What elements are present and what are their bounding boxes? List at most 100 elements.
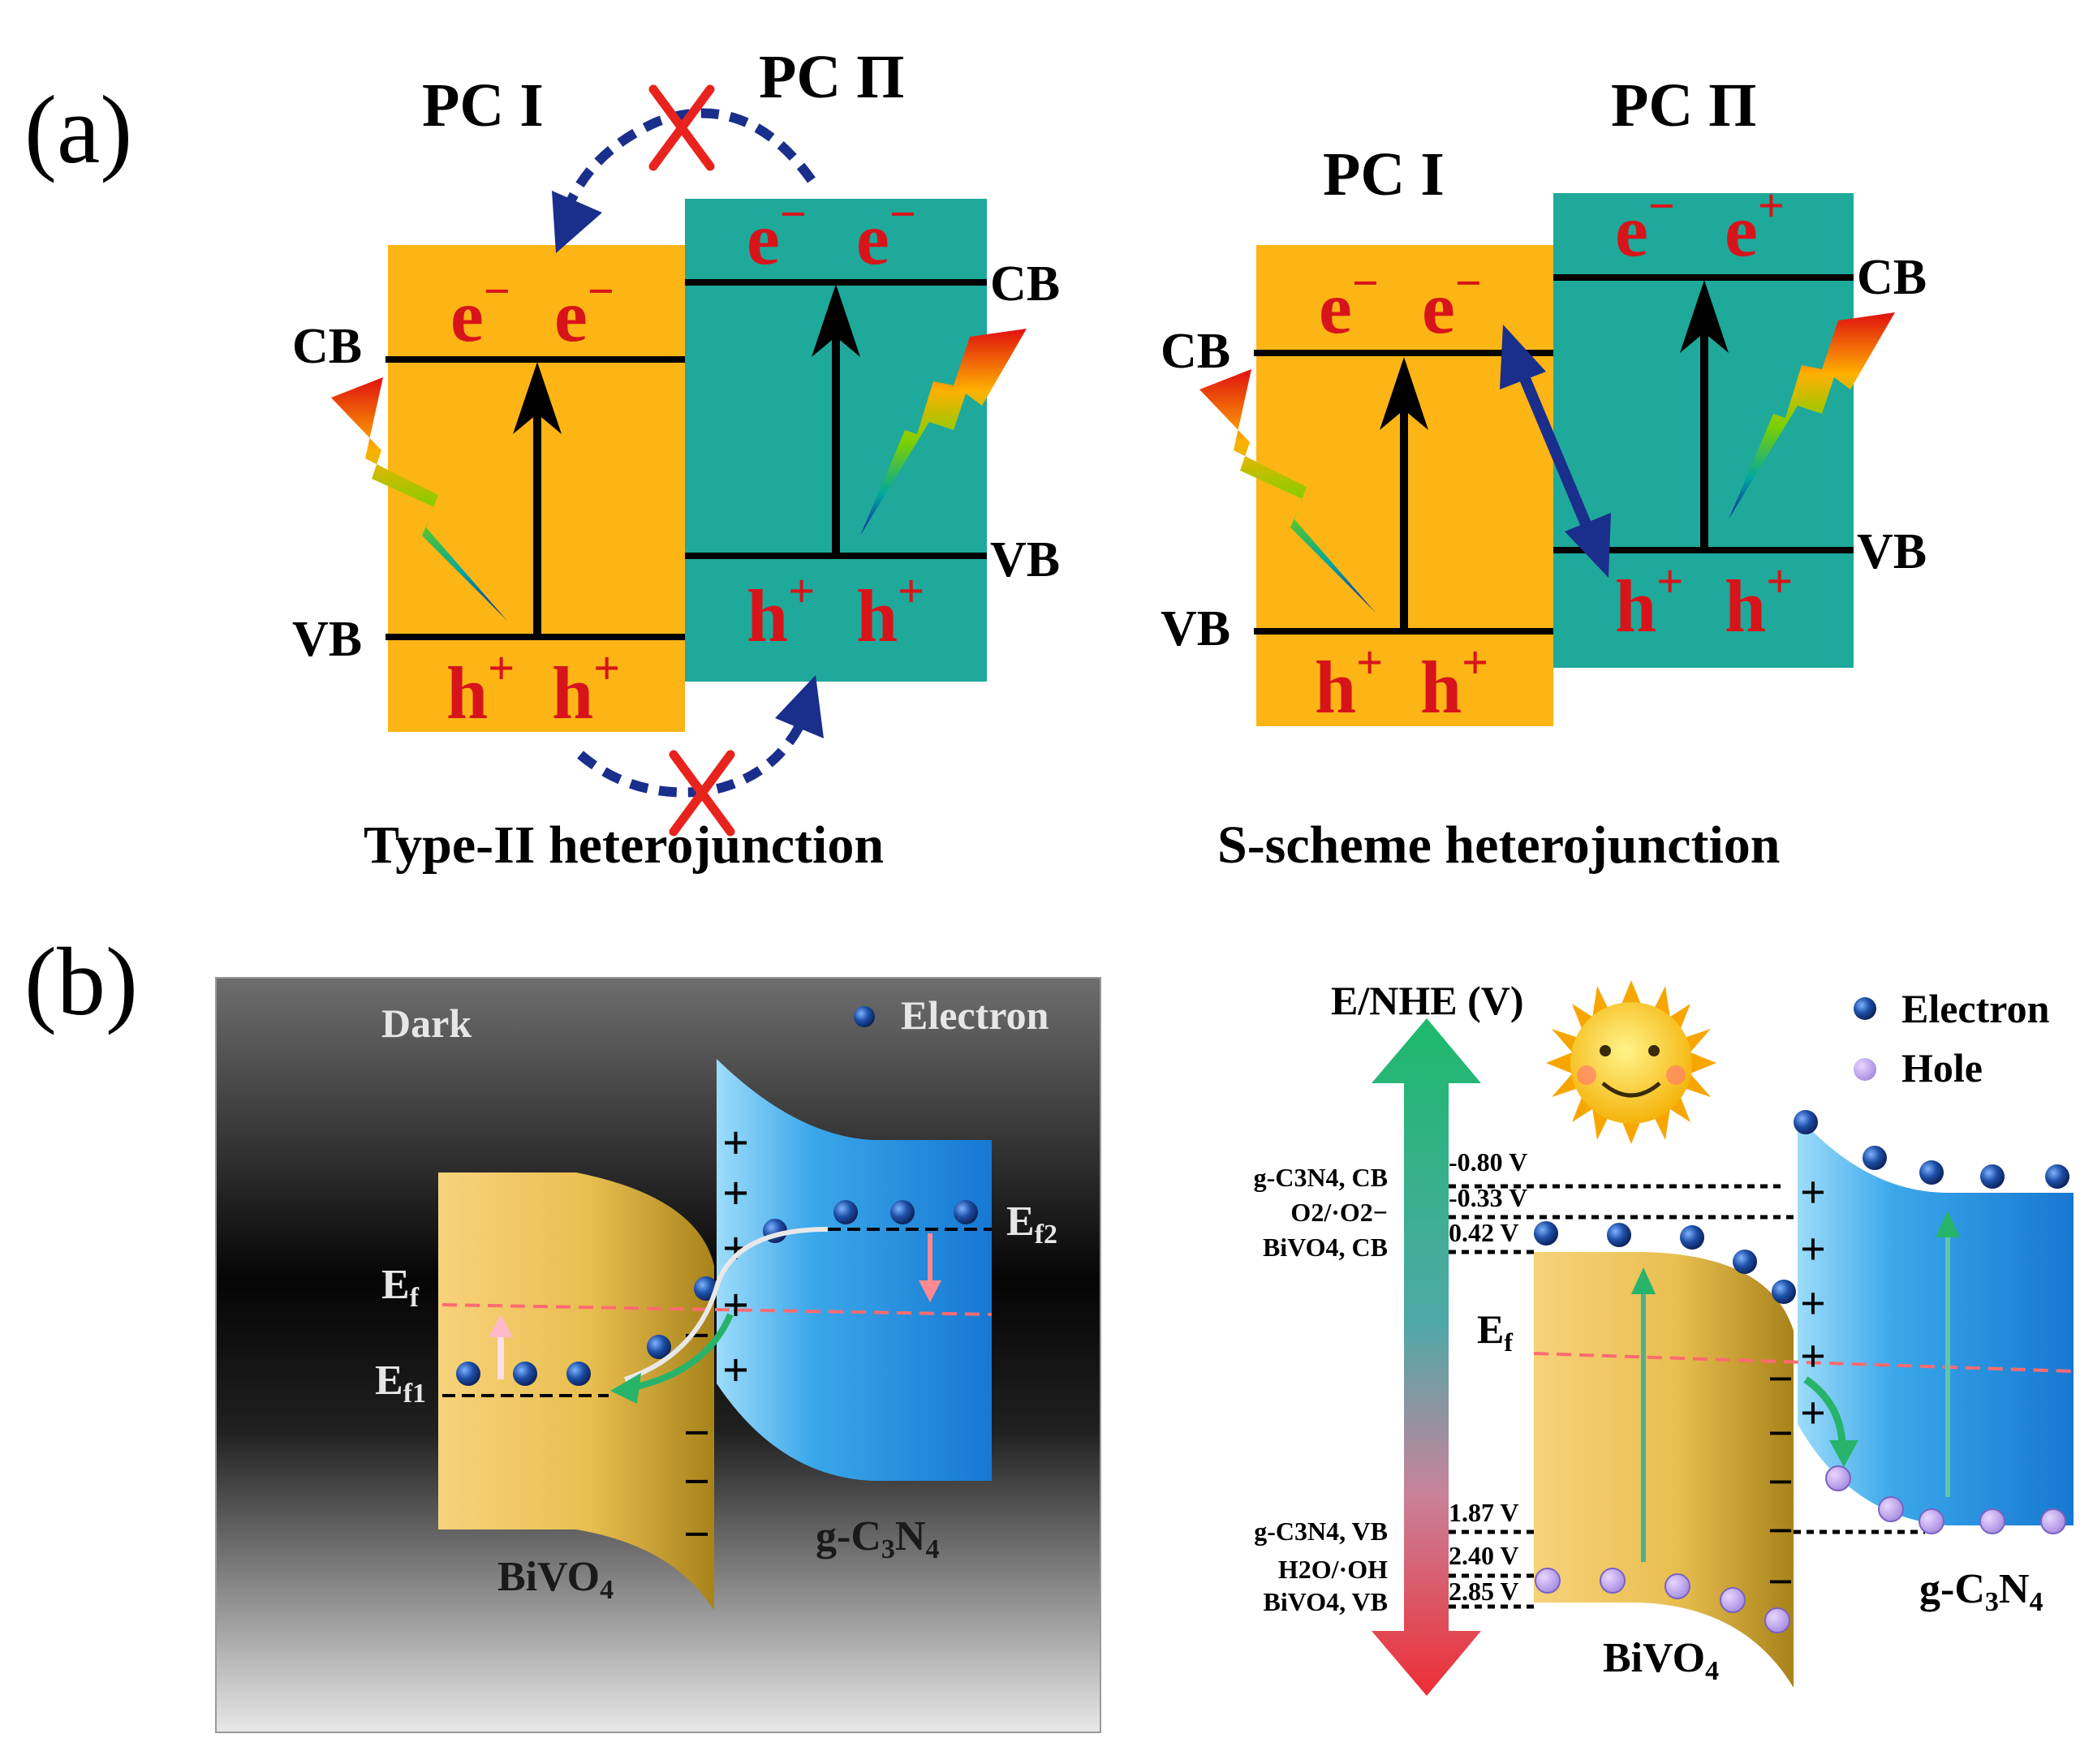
light-electrons xyxy=(1534,1110,2069,1304)
light-bivo4-excite-arrow xyxy=(1631,1267,1656,1294)
type2-pc1-hole-2: h+ xyxy=(552,642,620,734)
dark-title: Dark xyxy=(381,1000,472,1046)
light-legend-electron-icon xyxy=(1854,997,1876,1020)
svg-text:+: + xyxy=(1800,1168,1826,1218)
dark-gcn-label: g-C3N4 xyxy=(816,1513,939,1564)
nhe-double-arrow xyxy=(1372,1018,1481,1696)
svg-text:+: + xyxy=(722,1116,749,1169)
light-gcn-label: g-C3N4 xyxy=(1919,1566,2043,1617)
type2-pc2-bolt-icon xyxy=(860,329,1027,536)
level-value-bivo4-vb: 2.85 V xyxy=(1449,1577,1519,1606)
svg-text:+: + xyxy=(1800,1224,1826,1275)
level-label-gcn-vb: g-C3N4, VB xyxy=(1254,1517,1388,1546)
dark-ef1-up-arrow xyxy=(489,1314,513,1337)
level-label-h2o: H2O/·OH xyxy=(1278,1555,1388,1584)
svg-text:−: − xyxy=(683,1406,710,1459)
type2-pc1-title: PC I xyxy=(422,71,544,140)
sscheme-pc1-vb-label: VB xyxy=(1161,601,1230,656)
level-label-bivo4-vb: BiVO4, VB xyxy=(1264,1587,1388,1616)
sscheme-pc2-title: PC Π xyxy=(1611,71,1756,140)
light-gcn-excite-arrow xyxy=(1936,1211,1960,1237)
light-bivo4-label: BiVO4 xyxy=(1603,1635,1719,1686)
level-value-h2o: 2.40 V xyxy=(1449,1541,1519,1570)
type2-pc1-vb-label: VB xyxy=(292,612,362,667)
light-legend-electron: Electron xyxy=(1901,986,2050,1031)
light-minus-signs: −−−−− xyxy=(1768,1354,1794,1607)
light-ef-label: Ef xyxy=(1477,1306,1513,1357)
sscheme-pc2-electron-1: e− xyxy=(1615,179,1675,272)
sun-icon xyxy=(1546,980,1716,1144)
type2-pc1-electron-1: e− xyxy=(450,265,510,357)
sscheme-pc2-vb-label: VB xyxy=(1857,524,1927,579)
svg-text:+: + xyxy=(1800,1279,1826,1329)
light-energy-levels xyxy=(1449,1184,1925,1609)
panel-a-label: (a) xyxy=(24,75,132,183)
dark-legend-electron: Electron xyxy=(901,992,1049,1038)
dark-bivo4-band xyxy=(438,1172,714,1611)
sscheme-recombination-arrow xyxy=(1514,363,1596,538)
type2-pc2-vb-label: VB xyxy=(990,532,1060,587)
light-holes xyxy=(1535,1465,2066,1633)
level-value-bivo4-cb: 0.42 V xyxy=(1449,1218,1519,1247)
svg-text:−: − xyxy=(1768,1409,1794,1459)
type2-pc2-electron-2: e− xyxy=(856,187,916,280)
type2-pc1-bolt-icon xyxy=(331,377,507,621)
svg-text:+: + xyxy=(1800,1332,1826,1382)
sscheme-pc1-hole-1: h+ xyxy=(1315,636,1383,729)
light-recombination-arrow xyxy=(1803,1376,1846,1445)
light-legend-hole-icon xyxy=(1854,1058,1876,1081)
svg-text:−: − xyxy=(683,1455,710,1508)
svg-text:+: + xyxy=(722,1167,749,1220)
level-label-bivo4-cb: BiVO4, CB xyxy=(1263,1233,1388,1262)
type2-pc1-hole-1: h+ xyxy=(446,642,515,734)
dark-electrons xyxy=(456,1200,978,1386)
svg-text:−: − xyxy=(1768,1457,1794,1508)
svg-text:+: + xyxy=(722,1344,749,1396)
svg-text:−: − xyxy=(683,1508,710,1560)
level-value-gcn-cb: -0.80 V xyxy=(1449,1147,1527,1177)
light-diagram: E/NHE (V) xyxy=(1254,978,2074,1696)
type2-bottom-cross-icon xyxy=(669,750,735,837)
sscheme-pc1-title: PC I xyxy=(1323,140,1445,209)
panel-b-label: (b) xyxy=(24,927,138,1035)
nhe-axis-title: E/NHE (V) xyxy=(1331,978,1524,1023)
sscheme-pc2-excite-arrow xyxy=(1680,280,1729,353)
dark-diagram: +++++ −−−− Dark Electron Ef Ef1 Ef2 BiVO… xyxy=(215,977,1101,1733)
dark-ef2-down-arrow xyxy=(919,1280,941,1302)
type2-pc1-excite-arrow xyxy=(513,362,562,434)
type2-pc2-hole-2: h+ xyxy=(856,565,924,657)
light-legend-hole: Hole xyxy=(1901,1045,1983,1091)
type2-top-blocked-arrow xyxy=(563,108,816,209)
sscheme-pc2-bolt-icon xyxy=(1729,312,1895,519)
light-bivo4-band xyxy=(1534,1252,1794,1688)
sscheme-pc1-cb-label: CB xyxy=(1161,324,1230,379)
svg-text:−: − xyxy=(1768,1354,1794,1405)
svg-text:−: − xyxy=(1768,1506,1794,1556)
type2-pc2-electron-1: e− xyxy=(747,187,807,280)
dark-transfer-curve xyxy=(624,1227,829,1382)
light-plus-signs: +++++ xyxy=(1800,1168,1826,1439)
svg-text:−: − xyxy=(1768,1557,1794,1607)
type2-caption: Type-II heterojunction xyxy=(364,815,884,875)
type2-bottom-blocked-arrow xyxy=(577,716,808,798)
sscheme-diagram: e− e− e− e+ h+ h+ h+ h+ CB VB CB VB PC I… xyxy=(1161,71,1927,875)
sscheme-pc2-hole-2: h+ xyxy=(1725,555,1793,648)
sscheme-pc2-hole-1: h+ xyxy=(1615,555,1683,648)
type2-top-cross-icon xyxy=(648,84,715,171)
type2-pc2-hole-1: h+ xyxy=(747,565,815,657)
sscheme-pc1-excite-arrow xyxy=(1380,357,1428,430)
type2-pc2-excite-arrow xyxy=(812,284,860,357)
type2-pc1-cb-label: CB xyxy=(292,319,362,374)
dark-ef-line xyxy=(441,1303,993,1316)
dark-ef-label: Ef xyxy=(381,1262,420,1313)
dark-ef1-label: Ef1 xyxy=(375,1357,426,1409)
dark-ef2-label: Ef2 xyxy=(1006,1198,1057,1250)
type2-pc2-title: PC Π xyxy=(759,43,904,111)
type2-pc1-electron-2: e− xyxy=(554,265,614,357)
sscheme-caption: S-scheme heterojunction xyxy=(1217,815,1781,875)
level-value-gcn-vb: 1.87 V xyxy=(1449,1498,1519,1527)
sscheme-pc1-bolt-icon xyxy=(1199,369,1376,613)
light-gcn-band xyxy=(1798,1116,2074,1525)
dark-bivo4-label: BiVO4 xyxy=(497,1554,614,1605)
